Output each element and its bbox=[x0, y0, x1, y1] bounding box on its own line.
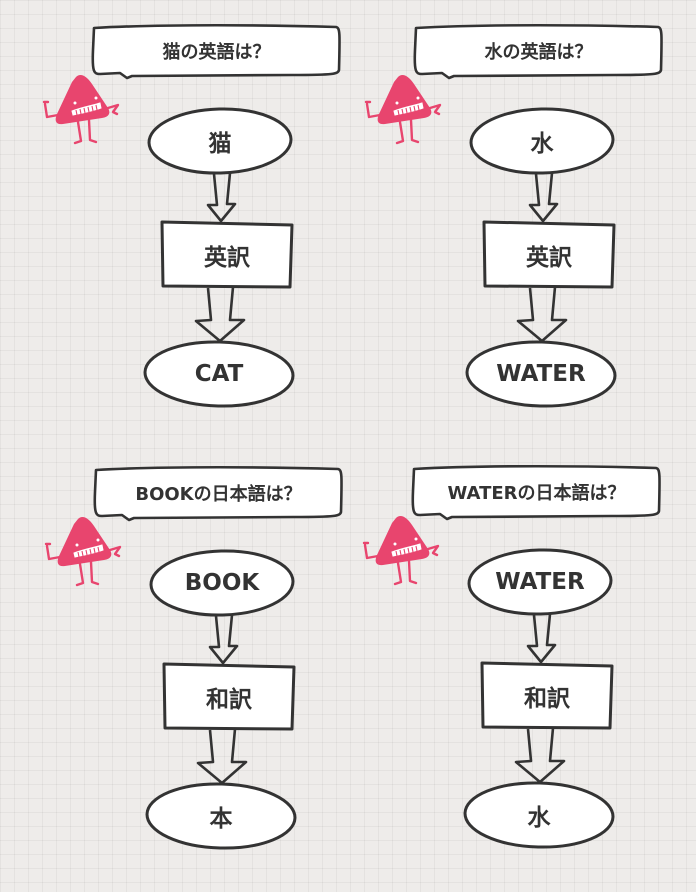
process-rectangle bbox=[160, 220, 294, 289]
arrow-down-small bbox=[206, 172, 237, 223]
question-text: WATERの日本語は？ bbox=[447, 483, 626, 504]
input-label: 水 bbox=[530, 131, 554, 157]
speech-bubble bbox=[91, 23, 341, 80]
process-rectangle bbox=[162, 662, 296, 731]
speech-bubble bbox=[93, 465, 343, 522]
process-label: 和訳 bbox=[524, 686, 570, 712]
question-text: 水の英語は？ bbox=[484, 42, 593, 63]
arrow-down-large bbox=[196, 728, 248, 785]
speech-bubble bbox=[411, 464, 661, 521]
output-ellipse bbox=[143, 340, 295, 408]
input-ellipse bbox=[469, 107, 615, 175]
flow-diagram-shapes bbox=[93, 465, 343, 850]
pink-triangle-character-icon bbox=[44, 517, 122, 587]
process-label: 和訳 bbox=[206, 687, 252, 713]
output-ellipse bbox=[463, 781, 615, 849]
process-label: 英訳 bbox=[526, 245, 572, 271]
speech-bubble bbox=[413, 23, 663, 80]
input-label: BOOK bbox=[184, 570, 260, 596]
pink-triangle-character-icon bbox=[42, 75, 120, 145]
output-ellipse bbox=[465, 340, 617, 408]
input-ellipse bbox=[149, 549, 295, 617]
arrow-down-small bbox=[526, 613, 557, 664]
input-label: WATER bbox=[495, 569, 585, 595]
output-label: CAT bbox=[194, 361, 244, 387]
flow-panel-water-japanese: WATERの日本語は？ WATER 和訳 水 bbox=[362, 461, 692, 891]
process-label: 英訳 bbox=[204, 245, 250, 271]
flow-diagram-shapes bbox=[411, 464, 661, 849]
flow-diagram-shapes bbox=[413, 23, 663, 408]
flow-panel-cat: 猫の英語は？ 猫 英訳 CAT bbox=[42, 20, 372, 450]
process-rectangle bbox=[482, 220, 616, 289]
output-label: 本 bbox=[209, 806, 233, 832]
output-label: WATER bbox=[496, 361, 586, 387]
output-ellipse bbox=[145, 782, 297, 850]
flow-panel-book: BOOKの日本語は？ BOOK 和訳 本 bbox=[44, 462, 374, 892]
output-label: 水 bbox=[527, 805, 551, 831]
question-text: 猫の英語は？ bbox=[162, 42, 271, 63]
arrow-down-large bbox=[194, 286, 246, 343]
flow-diagram-shapes bbox=[91, 23, 341, 408]
arrow-down-small bbox=[528, 172, 559, 223]
arrow-down-large bbox=[514, 727, 566, 784]
input-label: 猫 bbox=[208, 131, 232, 157]
pink-triangle-character-icon bbox=[362, 516, 440, 586]
process-rectangle bbox=[480, 661, 614, 730]
question-text: BOOKの日本語は？ bbox=[135, 484, 302, 505]
input-ellipse bbox=[467, 548, 613, 616]
arrow-down-large bbox=[516, 286, 568, 343]
flow-panel-water: 水の英語は？ 水 英訳 WATER bbox=[364, 20, 694, 450]
pink-triangle-character-icon bbox=[364, 75, 442, 145]
arrow-down-small bbox=[208, 614, 239, 665]
input-ellipse bbox=[147, 107, 293, 175]
